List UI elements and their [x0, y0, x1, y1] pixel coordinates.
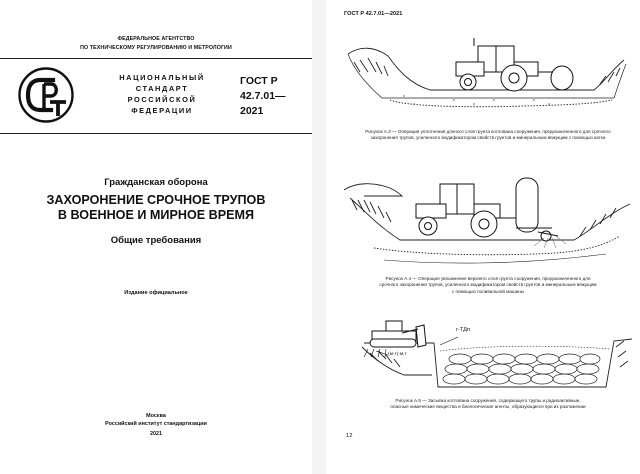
figure-label-mt: (м-т)-м,т	[388, 351, 408, 357]
caption-line: с помощью поливальной машины	[451, 288, 525, 294]
document-subtitle: Общие требования	[110, 235, 202, 246]
agency-line-2: ПО ТЕХНИЧЕСКОМУ РЕГУЛИРОВАНИЮ И МЕТРОЛОГ…	[80, 45, 232, 51]
agency-line-1: ФЕДЕРАЛЬНОЕ АГЕНТСТВО	[117, 36, 195, 42]
figure-page: ГОСТ Р 42.7.01—2021 Рисунок	[326, 0, 640, 474]
gost-number-line: 2021	[240, 105, 264, 117]
figure-label-tdp: г-ТДп	[456, 327, 470, 333]
figure-a4-caption: Рисунок А.4 — Операция увлажнения верхне…	[348, 276, 628, 295]
page-gutter	[312, 0, 326, 474]
header-divider	[0, 58, 312, 59]
figure-a5-backfill-illustration: г-ТДп (м-т)-м,т	[361, 320, 633, 388]
caption-line: Рисунок А.5 — Засыпка котлована сооружен…	[395, 398, 581, 403]
page-number: 12	[346, 433, 353, 439]
figure-a3-caption: Рисунок А.3 — Операция уплотнения донног…	[348, 129, 628, 142]
caption-line: Рисунок А.3 — Операция уплотнения донног…	[365, 129, 611, 134]
caption-line: захоронения трупов, усиленного модификат…	[370, 135, 606, 141]
caption-line: срочного захоронения трупов, усиленного …	[379, 282, 597, 288]
title-divider	[0, 133, 312, 135]
document-title-line-1: ЗАХОРОНЕНИЕ СРОЧНОЕ ТРУПОВ	[46, 193, 266, 207]
national-standard-line: НАЦИОНАЛЬНЫЙ	[119, 73, 205, 82]
national-standard-line: ФЕДЕРАЦИИ	[131, 106, 193, 115]
gost-number-line: ГОСТ Р	[240, 75, 278, 87]
edition-note: Издание официальное	[124, 290, 188, 296]
national-standard-line: РОССИЙСКОЙ	[127, 95, 197, 104]
figure-a4-watering-illustration	[344, 177, 631, 264]
running-header: ГОСТ Р 42.7.01—2021	[344, 11, 403, 17]
caption-line: Рисунок А.4 — Операция увлажнения верхне…	[385, 276, 591, 281]
gost-r-logo-icon	[18, 67, 74, 123]
national-standard-line: СТАНДАРТ	[135, 84, 189, 93]
gost-number-line: 42.7.01—	[240, 90, 286, 102]
figure-a3-roller-illustration	[347, 38, 627, 108]
caption-line: опасные химические вещества и биологичес…	[390, 404, 586, 410]
publisher-name: Российский институт стандартизации	[105, 421, 207, 427]
title-page: ФЕДЕРАЛЬНОЕ АГЕНТСТВО ПО ТЕХНИЧЕСКОМУ РЕ…	[0, 0, 312, 474]
figure-a5-caption: Рисунок А.5 — Засыпка котлована сооружен…	[348, 398, 628, 411]
document-subject: Гражданская оборона	[104, 177, 208, 188]
publication-year: 2021	[150, 431, 162, 437]
document-title-line-2: В ВОЕННОЕ И МИРНОЕ ВРЕМЯ	[57, 208, 255, 222]
publisher-city: Москва	[146, 413, 166, 419]
